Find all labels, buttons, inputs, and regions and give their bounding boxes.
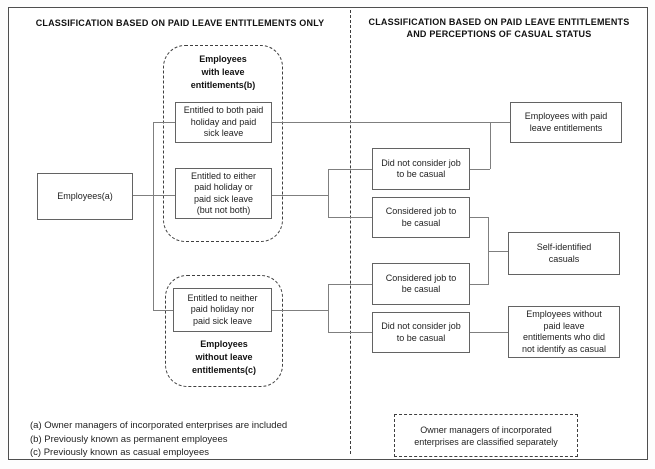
connector-both-to-result	[272, 122, 510, 123]
group-label-without-leave: Employees without leave entitlements(c)	[191, 339, 256, 375]
node-did-not-consider-bottom: Did not consider job to be casual	[372, 312, 470, 353]
node-entitled-neither: Entitled to neither paid holiday nor pai…	[173, 288, 272, 332]
connector-junction2-vertical	[328, 169, 329, 218]
connector-to-self-identified	[488, 251, 508, 252]
node-entitled-either: Entitled to either paid holiday or paid …	[175, 168, 272, 219]
group-label-with-leave: Employees with leave entitlements(b)	[190, 54, 256, 90]
node-employees: Employees(a)	[37, 173, 133, 220]
connector-dnc1-up	[490, 122, 491, 169]
connector-junction3-vertical	[328, 284, 329, 333]
right-section-title: CLASSIFICATION BASED ON PAID LEAVE ENTIT…	[368, 17, 630, 39]
node-considered-bottom: Considered job to be casual	[372, 263, 470, 305]
group-employees-with-leave	[163, 45, 283, 242]
node-considered-top: Considered job to be casual	[372, 197, 470, 238]
connector-branch-to-neither	[153, 310, 173, 311]
connector-branch-to-both	[153, 122, 175, 123]
connector-branch-vertical	[153, 122, 154, 310]
connector-considered1-right	[470, 217, 488, 218]
footnote-c: (c) Previously known as casual employees	[30, 447, 209, 458]
connector-dnc2-to-result	[470, 332, 508, 333]
node-employees-with-paid-leave: Employees with paid leave entitlements	[510, 102, 622, 143]
connector-employees-to-either	[133, 195, 175, 196]
connector-dnc1-right	[470, 169, 490, 170]
connector-either-out	[272, 195, 328, 196]
group-employees-without-leave	[165, 275, 283, 387]
section-divider-line	[350, 10, 351, 454]
node-self-identified-casuals: Self-identified casuals	[508, 232, 620, 275]
note-owner-managers: Owner managers of incorporated enterpris…	[394, 414, 578, 457]
connector-to-considered2	[328, 284, 372, 285]
node-employees-without-paid-leave: Employees without paid leave entitlement…	[508, 306, 620, 358]
footnotes: (a) Owner managers of incorporated enter…	[30, 420, 287, 461]
footnote-a: (a) Owner managers of incorporated enter…	[30, 420, 288, 431]
connector-to-dnc1	[328, 169, 372, 170]
connector-considered2-right	[470, 284, 488, 285]
connector-neither-out	[272, 310, 328, 311]
node-did-not-consider-top: Did not consider job to be casual	[372, 148, 470, 190]
connector-to-considered1	[328, 217, 372, 218]
connector-to-dnc2	[328, 332, 372, 333]
footnote-b: (b) Previously known as permanent employ…	[30, 433, 228, 445]
left-section-title: CLASSIFICATION BASED ON PAID LEAVE ENTIT…	[35, 18, 325, 28]
node-entitled-both: Entitled to both paid holiday and paid s…	[175, 102, 272, 143]
